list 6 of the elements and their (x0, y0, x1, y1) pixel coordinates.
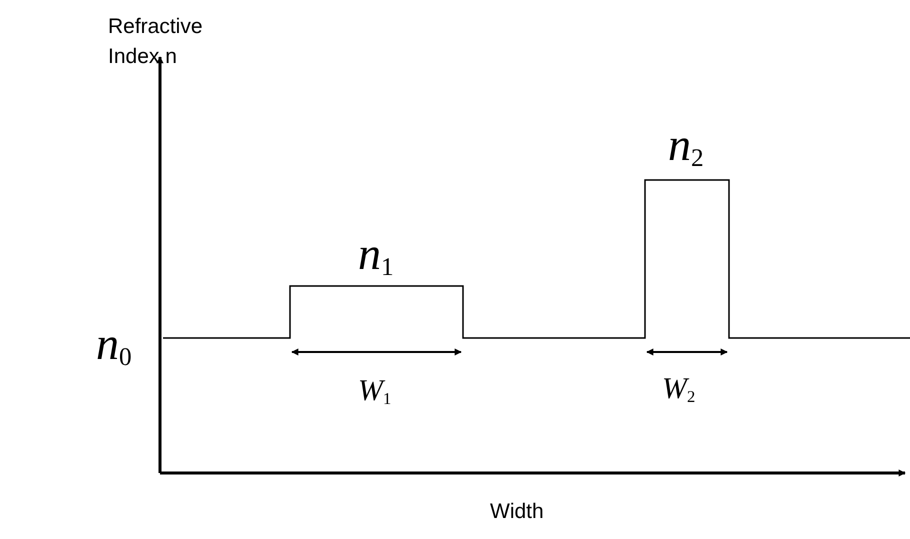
width-label: W$_{1}$ (358, 374, 392, 408)
width-label: W$_{2}$ (662, 372, 696, 406)
axis-title: Width (490, 500, 544, 524)
refractive-index-label: n$_{1}$ (358, 228, 394, 281)
refractive-index-label: n$_{2}$ (668, 119, 704, 172)
refractive-index-label: n$_{0}$ (96, 318, 132, 371)
